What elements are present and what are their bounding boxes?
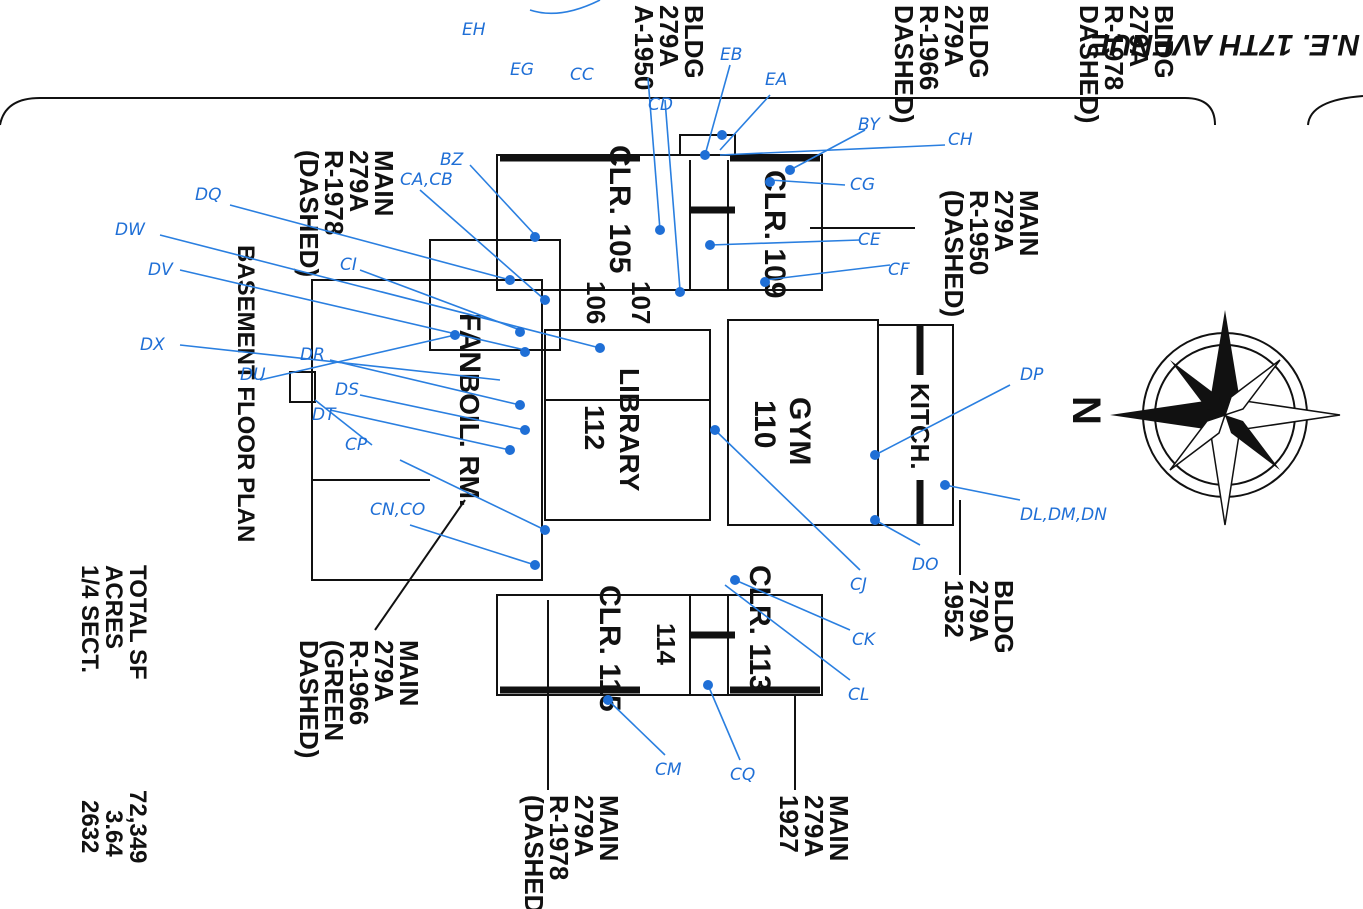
markup-dots [450, 130, 950, 705]
annotation-main-1978-line3: R-1978 [319, 150, 349, 235]
compass-rose-icon [1110, 310, 1341, 526]
annotation-bldg-1950-line3: A-1950 [629, 5, 659, 90]
annotation-main-1927-line3: 1927 [774, 795, 804, 853]
annotation-main-1978-line2: 279A [344, 150, 374, 212]
markup-ea: EA [765, 70, 787, 90]
markup-eb: EB [720, 45, 742, 65]
annotation-main-1966-line4: (GREEN [319, 640, 349, 741]
annotation-main-1978-line1: MAIN [369, 150, 399, 216]
markup-ca-cb: CA,CB [400, 170, 453, 190]
markup-cl: CL [848, 685, 869, 705]
room-106: 106 [581, 281, 611, 324]
markup-bz: BZ [440, 150, 464, 170]
totals-value-sf: 72,349 [124, 790, 151, 863]
markup-eh: EH [462, 20, 486, 40]
annotation-main-1966-line1: MAIN [394, 640, 424, 706]
property-boundary [0, 97, 1216, 126]
markup-ci: CI [340, 255, 357, 275]
street-label: N.E. 17TH AVENUE [1089, 28, 1360, 61]
room-107: 107 [626, 281, 656, 324]
room-library: LIBRARY [614, 368, 645, 492]
annotation-main-1978b-line2: 279A [569, 795, 599, 857]
room-gym: GYM [783, 397, 816, 465]
annotation-main-1927-line1: MAIN [824, 795, 854, 861]
annotation-main-1927-line2: 279A [799, 795, 829, 857]
annotation-bldg-1978-line4: DASHED) [1074, 5, 1104, 123]
room-clr-115: CLR. 115 [593, 585, 626, 712]
annotation-main-1950-line1: MAIN [1014, 190, 1044, 256]
markup-dx: DX [140, 335, 165, 355]
annotation-main-1966-line3: R-1966 [344, 640, 374, 725]
annotation-bldg-1978-line2: 279A [1124, 5, 1154, 67]
building-walls [289, 134, 954, 696]
room-114: 114 [651, 623, 681, 665]
totals-label-acres: ACRES [100, 565, 127, 649]
markup-ch: CH [948, 130, 973, 150]
markup-cd: CD [648, 95, 673, 115]
markup-cq: CQ [730, 765, 755, 785]
markup-dq: DQ [195, 185, 221, 205]
markup-cg: CG [850, 175, 875, 195]
markup-eg: EG [510, 60, 534, 80]
annotation-bldg-1952-line3: 1952 [939, 580, 969, 638]
annotation-bldg-1966-line3: R-1966 [914, 5, 944, 90]
leader-main-1966 [374, 499, 466, 631]
annotation-bldg-1978-line3: R-1978 [1099, 5, 1129, 90]
annotation-bldg-1952-line2: 279A [964, 580, 994, 642]
annotation-bldg-1966-line2: 279A [939, 5, 969, 67]
annotation-bldg-1966-line1: BLDG [964, 5, 994, 79]
totals-value-acres: 3.64 [100, 810, 127, 857]
annotation-bldg-1978-line1: BLDG [1149, 5, 1179, 79]
markup-du: DU [240, 365, 266, 385]
annotation-main-1950-line4: (DASHED) [939, 190, 969, 317]
markup-dp: DP [1020, 365, 1044, 385]
annotation-bldg-1952-line1: BLDG [989, 580, 1019, 654]
markup-ce: CE [858, 230, 881, 250]
markup-dl-dm-dn: DL,DM,DN [1020, 505, 1107, 525]
markup-cj: CJ [850, 575, 867, 595]
room-fan: FAN [453, 313, 486, 373]
markup-cp: CP [345, 435, 368, 455]
annotation-main-1978b-line1: MAIN [594, 795, 624, 861]
markup-cn-co: CN,CO [370, 500, 425, 520]
annotation-bldg-1966-line4: DASHED) [889, 5, 919, 123]
room-clr-113: CLR. 113 [743, 565, 776, 692]
markup-dw: DW [115, 220, 146, 240]
markup-do: DO [912, 555, 938, 575]
annotation-main-1966-line2: 279A [369, 640, 399, 702]
annotation-bldg-1950-line1: BLDG [679, 5, 709, 79]
annotation-main-1978-line4: (DASHED) [294, 150, 324, 277]
markup-cf: CF [888, 260, 910, 280]
markup-dt: DT [312, 405, 337, 425]
markup-dv: DV [148, 260, 174, 280]
annotation-main-1950-line2: 279A [989, 190, 1019, 252]
room-gym-number: 110 [748, 400, 781, 448]
totals-value-section: 2632 [76, 800, 103, 853]
markup-ds: DS [335, 380, 359, 400]
property-boundary-right [1307, 95, 1363, 126]
room-library-number: 112 [579, 405, 610, 450]
markup-by: BY [858, 115, 881, 135]
north-label: N [1064, 396, 1108, 425]
markup-cm: CM [655, 760, 682, 780]
markup-ck: CK [852, 630, 877, 650]
markup-leaders [159, 0, 1021, 761]
annotation-main-1978b-line3: R-1978 [544, 795, 574, 880]
annotation-bldg-1950-line2: 279A [654, 5, 684, 67]
annotation-main-1966-line5: DASHED) [294, 640, 324, 758]
totals-label-section: 1/4 SECT. [76, 565, 103, 673]
basement-floor-plan-label: BASEMENT FLOOR PLAN [232, 245, 259, 542]
markup-cc: CC [570, 65, 594, 85]
annotation-main-1978b-line4: (DASHED) [519, 795, 549, 909]
room-clr-105: CLR. 105 [603, 145, 636, 273]
totals-label-sf: TOTAL SF [124, 565, 151, 680]
markup-dr: DR [300, 345, 325, 365]
annotation-main-1950-line3: R-1950 [964, 190, 994, 275]
